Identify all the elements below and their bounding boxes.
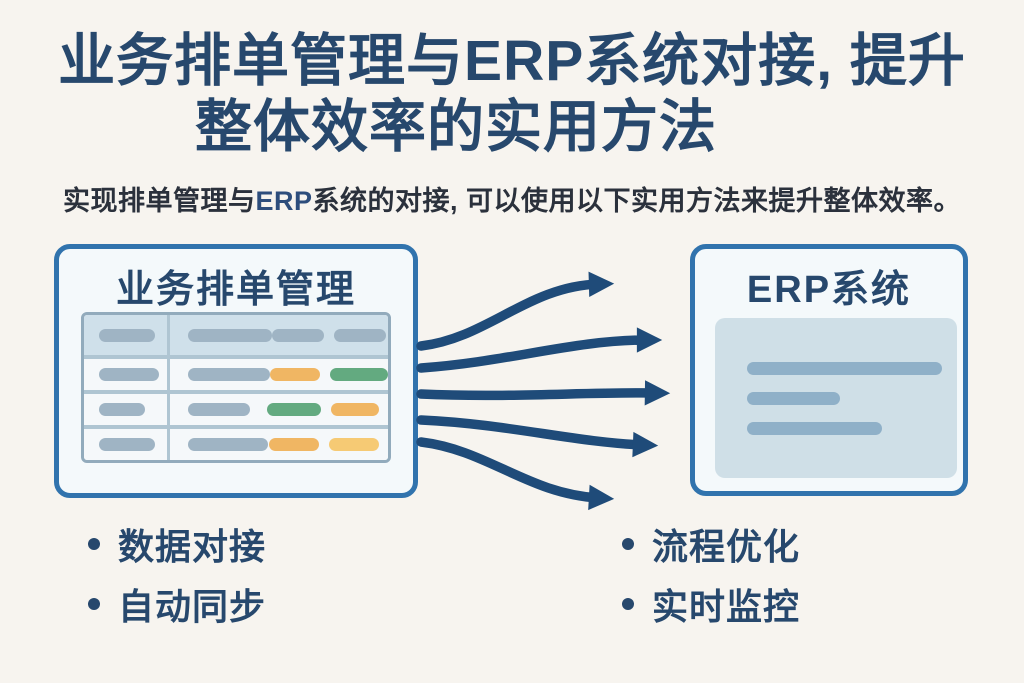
bullet-label: 实时监控 (652, 586, 801, 627)
bullet-dot (622, 538, 634, 550)
flow-arrow-5 (416, 437, 615, 511)
cell-pill-gray (188, 368, 270, 381)
subtitle-erp-text: ERP (255, 186, 313, 216)
flow-arrow-1 (416, 271, 615, 351)
page-title: 业务排单管理与ERP系统对接, 提升 整体效率的实用方法 (0, 28, 1024, 160)
table-col-first (84, 359, 170, 390)
erp-panel: ERP系统 (690, 244, 968, 496)
bullet-label: 自动同步 (118, 586, 267, 627)
bullet-list-left: 数据对接 自动同步 (88, 522, 266, 642)
table-col-first (84, 394, 170, 425)
table-col-first (84, 429, 170, 460)
flow-arrows (416, 271, 671, 511)
bullet-item: 数据对接 (88, 522, 266, 567)
screen-bar (747, 392, 840, 405)
cell-pill-gray (99, 368, 159, 381)
cell-pill-orange (331, 403, 379, 416)
page-title-line-2: 整体效率的实用方法 (195, 95, 717, 159)
page-title-line-1: 业务排单管理与ERP系统对接, 提升 (58, 29, 966, 93)
cell-pill-gray (188, 438, 268, 451)
table-row (84, 355, 388, 390)
bullet-item: 自动同步 (88, 582, 266, 627)
scheduling-panel: 业务排单管理 (54, 244, 418, 498)
erp-panel-title: ERP系统 (746, 269, 912, 311)
bullet-label: 流程优化 (652, 526, 801, 567)
subtitle-text-pre: 实现排单管理与 (62, 186, 256, 216)
cell-pill-gray (188, 403, 250, 416)
cell-pill-green (330, 368, 388, 381)
bullet-dot (88, 598, 100, 610)
cell-pill-gray (99, 438, 155, 451)
table-col-rest (170, 359, 388, 390)
table-row (84, 390, 388, 425)
subtitle-text-post: 系统的对接, 可以使用以下实用方法来提升整体效率。 (312, 186, 962, 216)
flow-arrow-2 (416, 327, 663, 373)
table-header-row (84, 315, 388, 355)
cell-pill-yellow (329, 438, 379, 451)
table-col-first (84, 315, 170, 355)
cell-pill-gray (99, 403, 145, 416)
cell-pill-orange (269, 438, 319, 451)
screen-bar (747, 362, 942, 375)
bullet-item: 流程优化 (622, 522, 800, 567)
flow-arrow-3 (416, 380, 671, 406)
table-row (84, 425, 388, 460)
screen-bar (747, 422, 882, 435)
erp-screen (715, 318, 957, 478)
subtitle: 实现排单管理与ERP系统的对接, 可以使用以下实用方法来提升整体效率。 (0, 179, 1024, 218)
cell-pill-gray (99, 328, 155, 342)
flow-arrow-4 (416, 415, 659, 458)
cell-pill-green (267, 403, 321, 416)
bullet-item: 实时监控 (622, 582, 800, 627)
cell-pill-gray (272, 328, 324, 342)
bullet-list-right: 流程优化 实时监控 (622, 522, 800, 642)
cell-pill-gray (188, 328, 272, 342)
scheduling-panel-title: 业务排单管理 (115, 269, 356, 311)
table-col-rest (170, 394, 388, 425)
table-col-rest (170, 315, 388, 355)
bullet-dot (622, 598, 634, 610)
bullet-label: 数据对接 (118, 526, 267, 567)
table-col-rest (170, 429, 388, 460)
cell-pill-gray (334, 328, 386, 342)
cell-pill-orange (270, 368, 320, 381)
bullet-dot (88, 538, 100, 550)
schedule-table (81, 312, 391, 463)
